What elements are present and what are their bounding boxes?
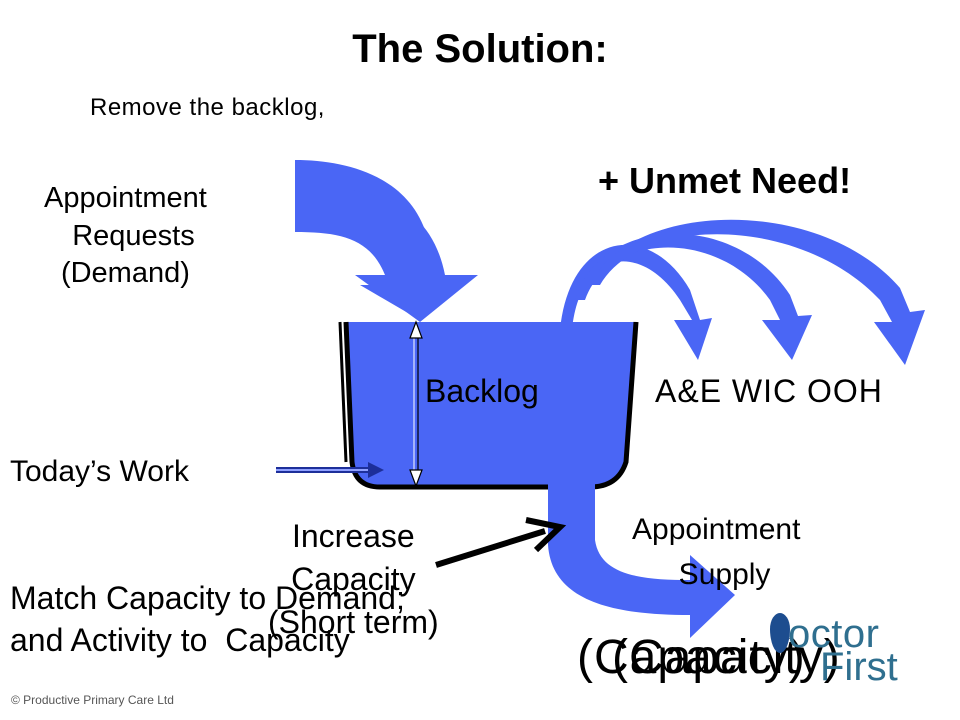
supply-label: Appointment Supply [632,513,801,591]
logo-text-line2: First [820,645,898,689]
unmet-need-label: + Unmet Need! [598,160,852,201]
outlets-label: A&E WIC OOH [655,373,883,409]
demand-inflow-arrow [295,160,478,322]
capacity-label: (Capacity) [577,631,806,684]
doctor-first-logo: octor First [770,611,920,689]
supply-outflow-arrow [548,470,735,638]
logo-mark-icon [770,613,790,653]
overflow-arrows [560,219,925,365]
backlog-depth-indicator [409,320,423,488]
increase-capacity-arrow [435,517,567,568]
todays-work-label: Today’s Work [10,455,189,488]
increase-capacity-label: Increase Capacity (Short term) [268,518,439,641]
demand-label: Appointment Requests (Demand) [44,182,207,290]
capacity-label-overlap: (Capacity) [612,631,841,684]
todays-work-arrow [276,462,384,478]
backlog-label: Backlog [425,373,539,409]
slide-title: The Solution: [352,27,608,71]
footer-copyright: © Productive Primary Care Ltd [11,693,174,707]
match-label: Match Capacity to Demand; and Activity t… [10,580,405,658]
slide-subtitle: Remove the backlog, [90,94,325,121]
logo-text-line1: octor [788,612,880,656]
